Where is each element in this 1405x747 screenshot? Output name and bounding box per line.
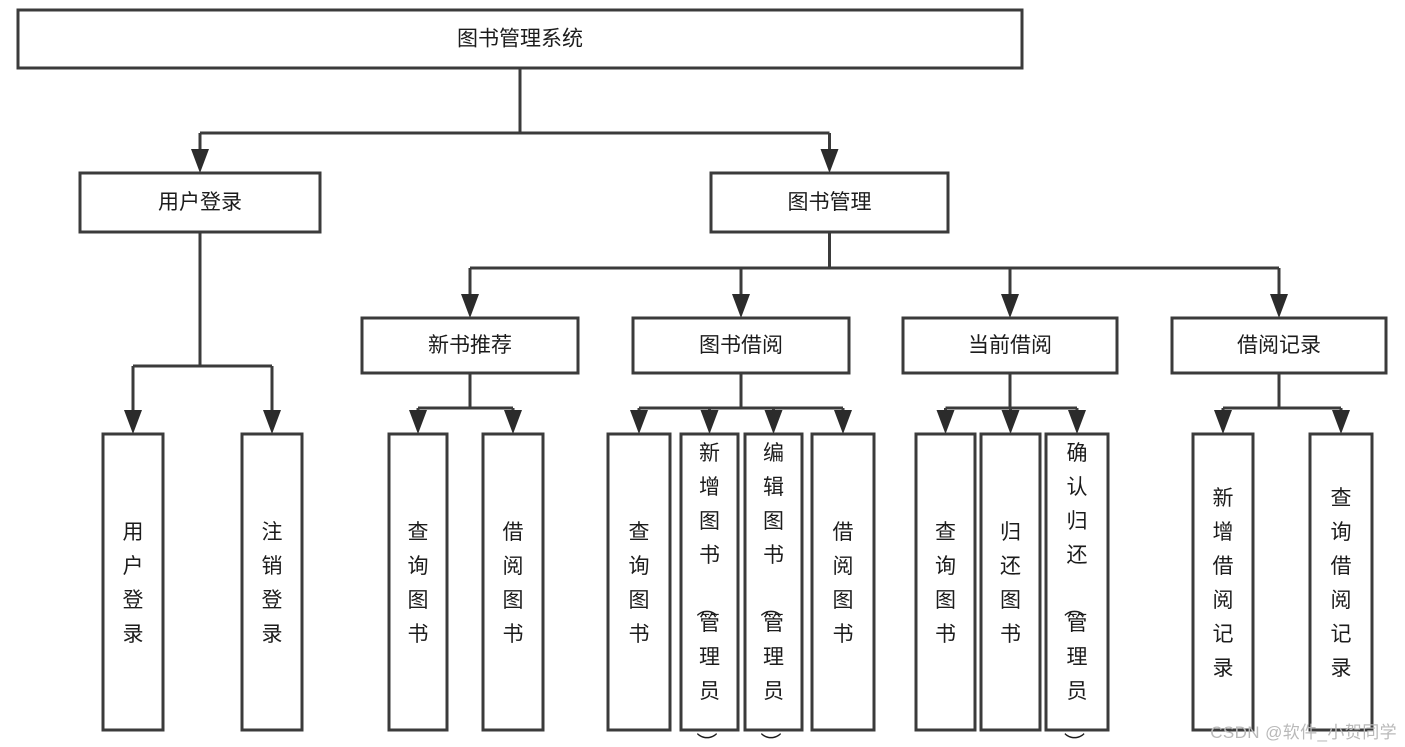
node-root[interactable]: 图书管理系统 [16,8,1024,70]
node-label: 查询图书 [629,521,650,646]
node-box [679,432,740,732]
node-user-login-do[interactable]: 用户登录 [101,432,165,732]
node-label: 注销登录 [262,521,283,646]
node-box [631,316,851,375]
node-bb-borrow-book[interactable]: 借阅图书 [810,432,876,732]
node-label: 查询图书 [935,521,956,646]
node-label: 图书管理系统 [457,28,583,51]
node-new-book-recommend[interactable]: 新书推荐 [360,316,580,375]
node-label: 查询图书 [408,521,429,646]
arrow-head-icon [124,410,142,434]
arrow-head-icon [461,294,479,318]
node-box [240,432,304,732]
node-user-login[interactable]: 用户登录 [78,171,322,234]
node-box [1044,432,1110,732]
node-box [709,171,950,234]
node-box [481,432,545,732]
node-box [360,316,580,375]
node-box [901,316,1119,375]
node-label: 图书管理 [788,191,872,214]
arrow-head-icon [409,410,427,434]
node-box [979,432,1042,732]
node-bb-add-book[interactable]: 新增图书（管理员） [679,432,740,747]
node-current-borrow[interactable]: 当前借阅 [901,316,1119,375]
node-br-add-record[interactable]: 新增借阅记录 [1191,432,1255,732]
node-user-logout[interactable]: 注销登录 [240,432,304,732]
arrow-head-icon [700,410,719,434]
node-box [78,171,322,234]
node-box [101,432,165,732]
node-cb-return-book[interactable]: 归还图书 [979,432,1042,732]
connector-layer [124,68,1350,434]
node-box [387,432,449,732]
node-label: 用户登录 [158,191,242,214]
arrow-head-icon [936,410,955,434]
node-borrow-record[interactable]: 借阅记录 [1170,316,1388,375]
node-box [1191,432,1255,732]
node-nbr-borrow-book[interactable]: 借阅图书 [481,432,545,732]
node-nbr-query-book[interactable]: 查询图书 [387,432,449,732]
arrow-head-icon [1001,410,1020,434]
arrow-head-icon [630,410,648,434]
node-label: 查询借阅记录 [1331,487,1352,680]
node-book-borrow[interactable]: 图书借阅 [631,316,851,375]
arrow-head-icon [764,410,783,434]
node-box [743,432,804,732]
arrow-head-icon [732,294,750,318]
arrow-head-icon [1270,294,1288,318]
arrow-head-icon [1332,410,1350,434]
node-label: 借阅图书 [503,521,524,646]
arrow-head-icon [191,149,209,173]
arrow-head-icon [504,410,522,434]
node-label: 编辑图书（管理员） [758,442,784,747]
arrow-head-icon [820,149,839,173]
csdn-watermark: CSDN @软件_小贺同学 [1210,723,1397,742]
node-label: 新书推荐 [428,334,512,357]
arrow-head-icon [834,410,852,434]
node-box [914,432,977,732]
node-label: 新增图书（管理员） [694,442,720,747]
node-br-query-record[interactable]: 查询借阅记录 [1308,432,1374,732]
node-label: 借阅图书 [833,521,854,646]
node-box [16,8,1024,70]
node-box [1170,316,1388,375]
arrow-head-icon [1068,410,1086,434]
arrow-head-icon [263,410,281,434]
node-bb-query-book[interactable]: 查询图书 [606,432,672,732]
node-label: 用户登录 [123,521,144,646]
node-label: 确认归还（管理员） [1062,442,1088,747]
arrow-head-icon [1001,294,1019,318]
node-label: 归还图书 [1000,521,1021,646]
node-label: 新增借阅记录 [1213,487,1234,680]
node-label: 图书借阅 [699,334,783,357]
node-box [810,432,876,732]
node-box [1308,432,1374,732]
node-layer: 图书管理系统用户登录用户登录注销登录图书管理新书推荐查询图书借阅图书图书借阅查询… [16,8,1388,747]
arrow-head-icon [1214,410,1232,434]
node-box [606,432,672,732]
node-cb-confirm-return[interactable]: 确认归还（管理员） [1044,432,1110,747]
node-bb-edit-book[interactable]: 编辑图书（管理员） [743,432,804,747]
node-cb-query-book[interactable]: 查询图书 [914,432,977,732]
node-label: 借阅记录 [1237,334,1321,357]
node-book-manage[interactable]: 图书管理 [709,171,950,234]
node-label: 当前借阅 [968,334,1052,357]
